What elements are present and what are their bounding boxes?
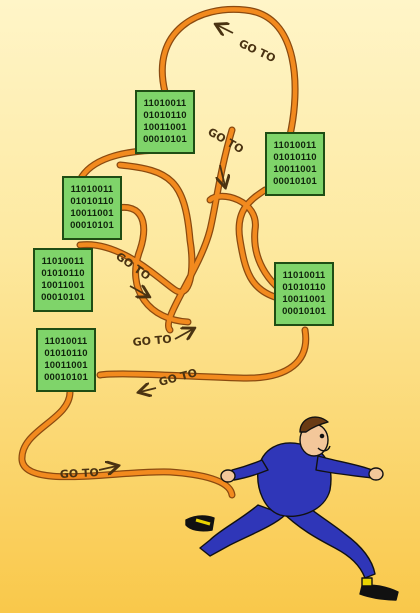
wire-segment [19, 389, 235, 498]
wire-segment [236, 187, 281, 301]
running-man-figure [185, 416, 399, 601]
goto-label-lower: GO TO [157, 366, 198, 389]
wire-segment [77, 162, 195, 295]
wire-segment [160, 7, 298, 138]
wire-segment [166, 127, 235, 333]
goto-label-center: GO TO [132, 333, 172, 349]
goto-label-top: GO TO [237, 37, 278, 65]
wire-segment [107, 205, 191, 325]
wire-segment [97, 327, 308, 381]
goto-label-bottom: GO TO [59, 466, 99, 481]
wire-segment [18, 388, 236, 499]
wire-segment [96, 326, 310, 382]
